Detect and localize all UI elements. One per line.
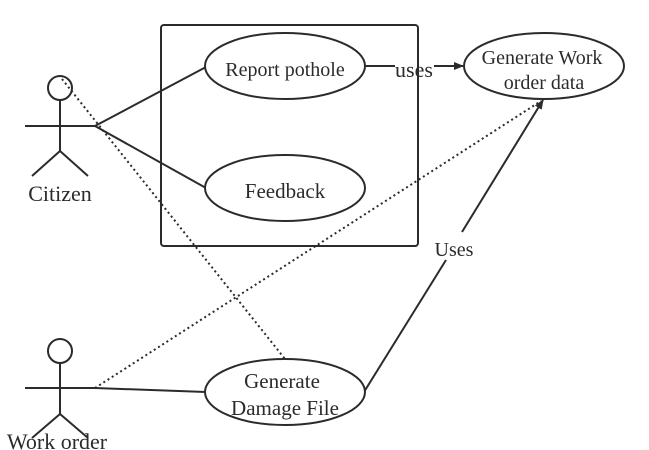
use-case-report-pothole [204,32,366,100]
use-case-feedback [204,154,366,222]
generate-work-order-label-line2: order data [504,72,585,94]
association-citizen-feedback [94,125,207,189]
generate-damage-label-line2: Damage File [231,396,339,420]
uses-right-label: Uses [435,239,474,261]
uses-right-lower [363,259,447,393]
association-citizen-report [94,66,207,127]
uses-right-upper [461,99,544,233]
actor-work-order-head [47,338,73,364]
feedback-label: Feedback [245,179,326,203]
actor-work-order [25,338,95,439]
dependency-workorder-generate-data [94,100,542,389]
use-case-generate-damage-file [204,358,366,426]
generate-damage-label-line1: Generate [244,369,320,393]
use-case-generate-work-order [463,32,625,100]
report-pothole-label: Report pothole [225,59,345,81]
generate-work-order-label-line1: Generate Work [482,47,603,69]
actor-citizen-label: Citizen [28,181,92,206]
uses-top-label: uses [395,57,433,82]
system-boundary [160,24,419,247]
association-workorder-damage [94,387,207,393]
actor-work-order-label: Work order [7,429,108,450]
actor-citizen [25,75,95,177]
